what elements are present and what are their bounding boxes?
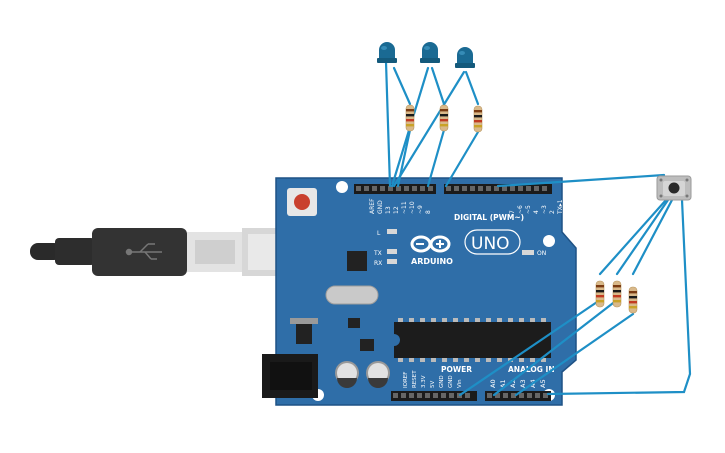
analog-header	[485, 391, 551, 401]
power-pin-label: GND	[439, 375, 445, 388]
resistor-icon	[595, 280, 605, 308]
digital-pin-label: 8	[425, 210, 432, 214]
analog-pin-label: A2	[509, 379, 517, 388]
pushbutton[interactable]	[656, 175, 692, 201]
wire-r2-pin10	[426, 128, 446, 188]
wires	[384, 60, 692, 397]
digital-pin-label: 4	[533, 210, 540, 214]
analog-pin-label: A3	[519, 379, 527, 388]
wire-button-r1	[598, 198, 668, 276]
usb-chip	[347, 251, 367, 271]
digital-pin-label: ~9	[417, 205, 424, 214]
atmega-chip	[394, 318, 551, 362]
wire-led1-gnd	[384, 60, 392, 188]
digital-pin-label: ~6	[517, 205, 524, 214]
wire-r1-gnd	[458, 298, 602, 397]
wire-button-5v	[546, 198, 692, 396]
reset-button[interactable]	[287, 188, 317, 216]
led-icon	[455, 47, 475, 68]
small-chip	[348, 318, 360, 328]
wire-led2-resistor	[430, 66, 446, 106]
onboard-leds: L TX RX	[373, 229, 397, 267]
wire-r3-a1	[514, 312, 635, 397]
analog-header-label: ANALOG IN	[508, 365, 555, 374]
brand-label: ARDUINO	[411, 257, 453, 266]
power-pin-label: IOREF	[403, 372, 409, 388]
resistor-icon	[628, 286, 638, 314]
led-l-label: L	[377, 230, 381, 237]
power-header-label: POWER	[441, 365, 472, 374]
wire-led1-resistor	[392, 66, 412, 106]
resistor-icon	[612, 280, 622, 308]
digital-pin-label: 7	[509, 210, 516, 214]
digital-pin-label: ~11	[401, 201, 408, 214]
digital-pin-label: ~10	[409, 201, 416, 214]
digital-pin-label: 2	[549, 210, 556, 214]
wire-r2-a0	[492, 298, 619, 397]
power-pin-label: RESET	[412, 370, 418, 388]
led-icon	[377, 42, 397, 63]
capacitors	[335, 361, 390, 388]
wire-button-r2	[615, 198, 670, 276]
digital-pin-label: GND	[377, 200, 384, 214]
power-pin-label: 5V	[430, 381, 436, 388]
led-tx-label: TX	[373, 250, 382, 257]
resistor-icon	[439, 104, 449, 132]
power-jack	[262, 354, 318, 398]
usb-icon	[125, 243, 162, 260]
wire-button-r3	[631, 198, 674, 276]
resistor-icon	[473, 105, 483, 133]
power-led: ON	[522, 250, 546, 257]
digital-pin-label: AREF	[369, 198, 376, 214]
digital-header	[354, 184, 552, 194]
led-icon	[420, 42, 440, 63]
digital-header-label: DIGITAL (PWM~)	[454, 213, 524, 222]
wire-led3-gnd	[392, 70, 466, 188]
digital-pin-label: RX◂0	[565, 199, 572, 214]
digital-pin-label: ~5	[525, 205, 532, 214]
led-rx-label: RX	[374, 260, 382, 267]
transistor	[360, 339, 374, 351]
power-pin-label: Vin	[457, 379, 463, 388]
digital-pin-label: 13	[385, 206, 392, 214]
analog-pin-label: A0	[489, 379, 497, 388]
digital-pin-label: ~3	[541, 205, 548, 214]
wire-r3-pin8	[444, 130, 480, 188]
wire-led3-resistor	[464, 70, 480, 106]
svg-text:ON: ON	[537, 250, 546, 257]
leds	[377, 42, 475, 68]
arduino-logo: ARDUINO UNO	[410, 229, 521, 266]
resistor-icon	[405, 104, 415, 132]
voltage-regulator	[296, 322, 312, 344]
wire-button-pin	[496, 173, 666, 188]
analog-pin-label: A5	[539, 379, 547, 388]
model-label: UNO	[471, 234, 510, 254]
crystal	[325, 285, 379, 305]
digital-pin-label: TX▸1	[557, 199, 564, 215]
resistors	[405, 104, 638, 314]
power-pin-label: 3.3V	[421, 375, 427, 388]
power-pin-label: GND	[448, 375, 454, 388]
digital-pin-label: 12	[393, 206, 400, 214]
analog-pin-label: A1	[499, 379, 507, 388]
